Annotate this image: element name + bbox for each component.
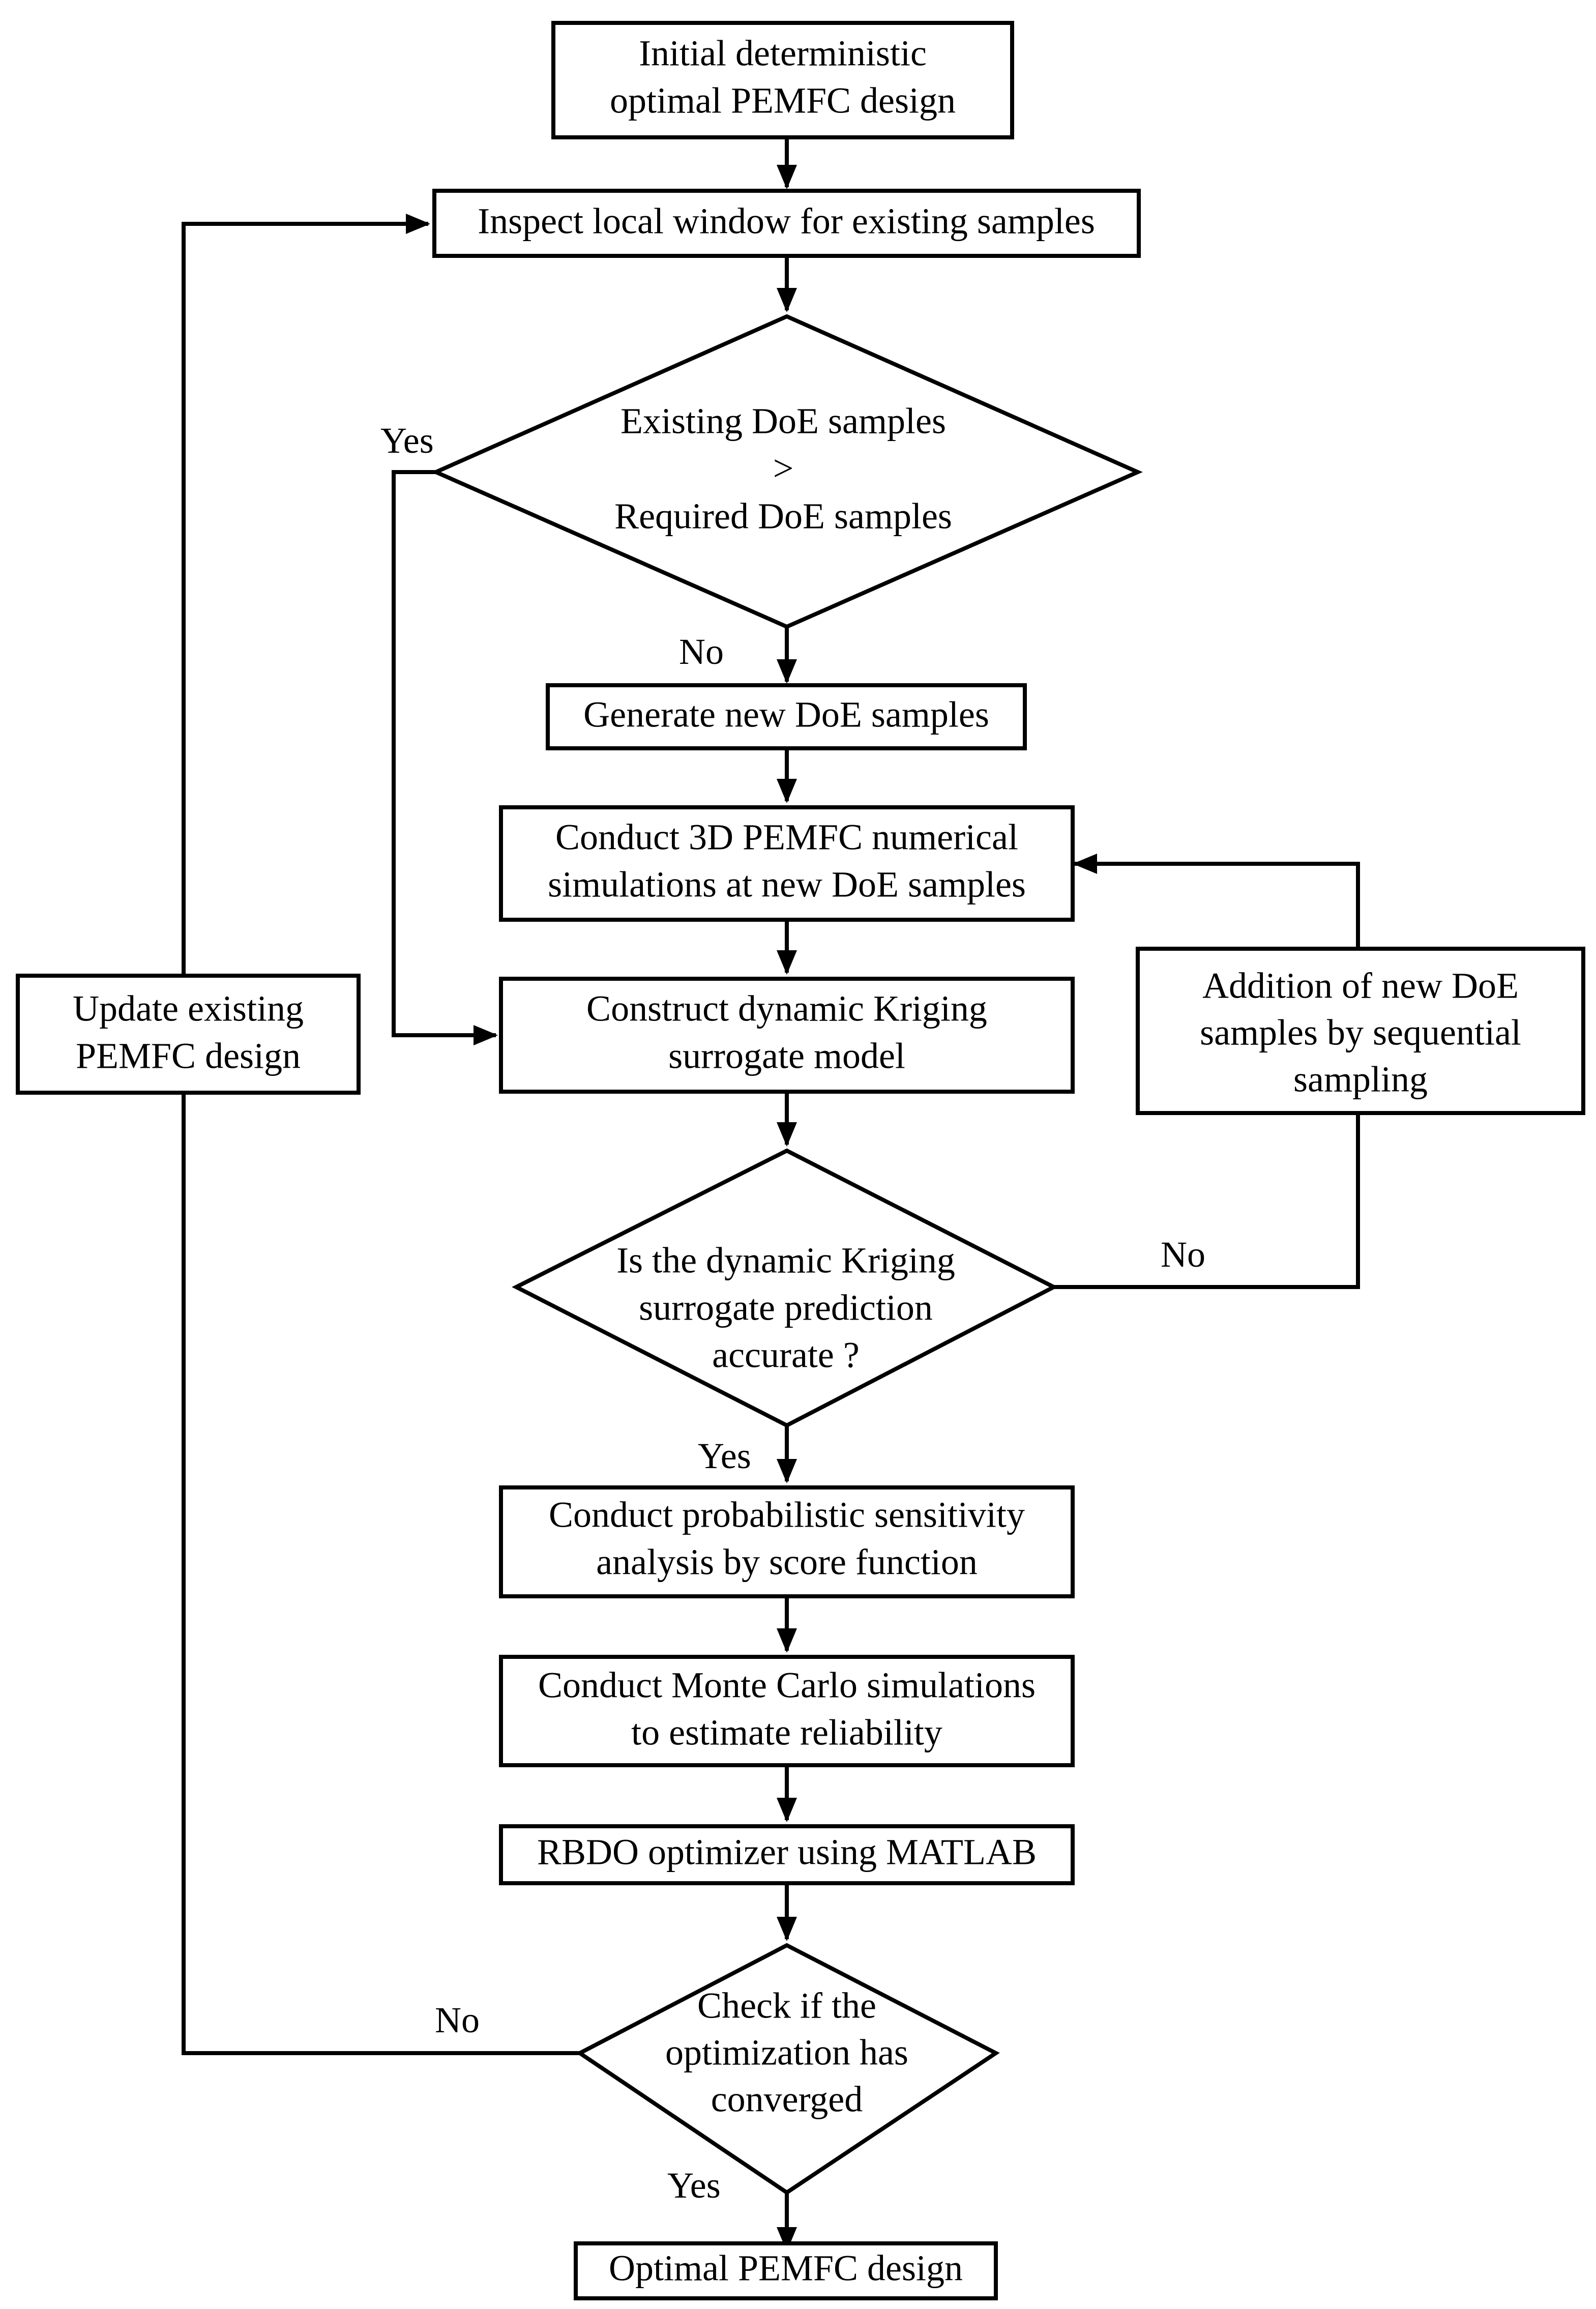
node-inspect-window-line-1: Inspect local window for existing sample…: [478, 201, 1095, 242]
node-monte-carlo: Conduct Monte Carlo simulations to estim…: [499, 1655, 1075, 1767]
node-add-samples-line-3: sampling: [1293, 1059, 1428, 1100]
node-initial-design-line-1: Initial deterministic: [639, 33, 927, 74]
node-sensitivity: Conduct probabilistic sensitivity analys…: [499, 1485, 1075, 1598]
node-rbdo-line-1: RBDO optimizer using MATLAB: [537, 1832, 1037, 1873]
arrow-not-accurate-to-add-samples: [1054, 1113, 1360, 1289]
decision-kriging-accurate-line-2: surrogate prediction: [639, 1288, 933, 1328]
arrow-add-samples-to-simulations: [1073, 854, 1360, 949]
node-simulations-line-1: Conduct 3D PEMFC numerical: [555, 817, 1018, 858]
node-construct-kriging-line-2: surrogate model: [668, 1036, 905, 1076]
node-rbdo: RBDO optimizer using MATLAB: [499, 1824, 1075, 1885]
node-construct-kriging-line-1: Construct dynamic Kriging: [586, 988, 987, 1029]
node-add-samples: Addition of new DoE samples by sequentia…: [1136, 947, 1585, 1115]
node-update-design: Update existing PEMFC design: [16, 974, 361, 1095]
label-converged-yes: Yes: [667, 2165, 721, 2206]
decision-existing-vs-required-line-3: Required DoE samples: [614, 496, 952, 537]
decision-converged-line-3: converged: [711, 2079, 863, 2120]
decision-existing-vs-required: Existing DoE samples > Required DoE samp…: [431, 314, 1143, 629]
node-initial-design: Initial deterministic optimal PEMFC desi…: [551, 21, 1014, 139]
label-converged-no: No: [435, 2000, 480, 2040]
arrow-yes-bypass-to-kriging: [392, 470, 498, 1045]
label-samples-no: No: [679, 631, 724, 672]
node-inspect-window: Inspect local window for existing sample…: [432, 189, 1141, 258]
node-monte-carlo-line-2: to estimate reliability: [631, 1712, 942, 1753]
node-optimal-design: Optimal PEMFC design: [574, 2241, 998, 2300]
decision-converged-line-1: Check if the: [697, 1985, 876, 2026]
decision-converged-line-2: optimization has: [665, 2032, 908, 2073]
node-generate-samples-line-1: Generate new DoE samples: [583, 694, 989, 735]
node-simulations: Conduct 3D PEMFC numerical simulations a…: [499, 805, 1075, 922]
node-generate-samples: Generate new DoE samples: [546, 683, 1027, 750]
node-construct-kriging: Construct dynamic Kriging surrogate mode…: [499, 977, 1075, 1094]
decision-kriging-accurate: Is the dynamic Kriging surrogate predict…: [512, 1148, 1058, 1428]
decision-kriging-accurate-line-3: accurate ?: [712, 1335, 860, 1376]
node-optimal-design-line-1: Optimal PEMFC design: [609, 2248, 963, 2289]
edge-labels: Yes No No Yes No Yes: [380, 420, 1205, 2206]
label-kriging-yes: Yes: [698, 1436, 751, 1476]
node-update-design-line-1: Update existing: [73, 988, 304, 1029]
node-update-design-line-2: PEMFC design: [76, 1036, 301, 1076]
decision-kriging-accurate-line-1: Is the dynamic Kriging: [616, 1240, 955, 1281]
connectors: [182, 137, 1360, 2252]
node-sensitivity-line-2: analysis by score function: [596, 1542, 978, 1583]
label-samples-yes: Yes: [380, 420, 434, 461]
arrow-update-to-inspect: [182, 214, 430, 976]
node-add-samples-line-1: Addition of new DoE: [1202, 966, 1519, 1006]
node-initial-design-line-2: optimal PEMFC design: [610, 80, 956, 121]
decision-existing-vs-required-line-1: Existing DoE samples: [620, 401, 946, 442]
arrow-not-converged-to-update: [182, 1093, 580, 2055]
node-sensitivity-line-1: Conduct probabilistic sensitivity: [549, 1495, 1025, 1535]
node-simulations-line-2: simulations at new DoE samples: [548, 864, 1026, 905]
decision-existing-vs-required-line-2: >: [773, 448, 794, 489]
decision-converged: Check if the optimization has converged: [576, 1943, 1000, 2195]
node-add-samples-line-2: samples by sequential: [1200, 1012, 1521, 1053]
label-kriging-no: No: [1161, 1234, 1205, 1275]
node-monte-carlo-line-1: Conduct Monte Carlo simulations: [538, 1665, 1036, 1706]
